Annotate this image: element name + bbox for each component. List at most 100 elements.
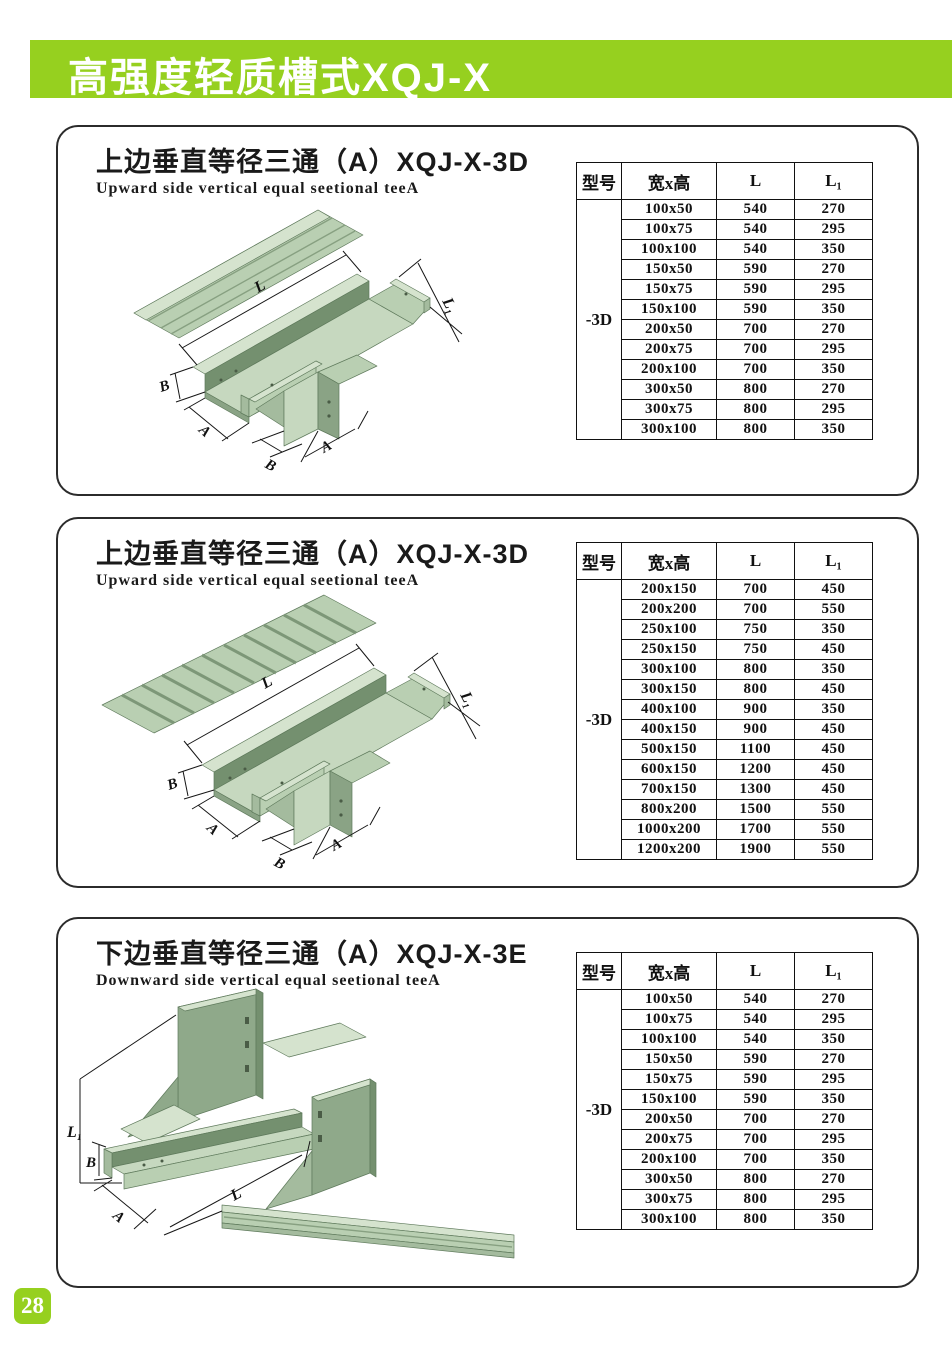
col-header-l: L	[716, 162, 795, 200]
dim-label-A2: A	[317, 438, 334, 457]
section-title-zh: 上边垂直等径三通（A）XQJ-X-3D	[96, 147, 530, 177]
l-cell: 900	[716, 699, 795, 720]
l1-cell: 270	[794, 989, 873, 1010]
size-cell: 700x150	[621, 779, 717, 800]
l1-cell: 270	[794, 1049, 873, 1070]
l1-cell: 450	[794, 759, 873, 780]
l-cell: 700	[716, 319, 795, 340]
l-cell: 540	[716, 1029, 795, 1050]
size-cell: 100x100	[621, 1029, 717, 1050]
size-cell: 200x75	[621, 339, 717, 360]
dim-label-B: B	[85, 1155, 96, 1171]
vertical-wall-right	[265, 1078, 377, 1210]
table-header-row: 型号 宽x高 L L₁	[576, 162, 873, 200]
upward-tee-drawing-2: L L₁ B A B A	[101, 594, 481, 873]
section-title-en: Upward side vertical equal seetional tee…	[96, 572, 420, 589]
col-header-model: 型号	[576, 952, 622, 990]
l-cell: 1300	[716, 779, 795, 800]
l1-cell: 295	[794, 1069, 873, 1090]
left-trough	[103, 1104, 315, 1190]
l-cell: 800	[716, 1209, 795, 1230]
upward-tee-drawing-1: L L₁ B A B A	[133, 209, 463, 475]
l1-cell: 450	[794, 639, 873, 660]
dim-label-B2: B	[270, 854, 287, 873]
l1-cell: 270	[794, 1109, 873, 1130]
l1-cell: 450	[794, 779, 873, 800]
size-cell: 1200x200	[621, 839, 717, 860]
col-header-l1: L₁	[794, 952, 873, 990]
l-cell: 540	[716, 1009, 795, 1030]
size-cell: 150x100	[621, 1089, 717, 1110]
tee-body	[192, 273, 431, 424]
l-cell: 800	[716, 1189, 795, 1210]
size-cell: 200x100	[621, 359, 717, 380]
size-cell: 250x150	[621, 639, 717, 660]
l1-cell: 270	[794, 319, 873, 340]
size-cell: 100x50	[621, 989, 717, 1010]
dim-label-L: L	[258, 673, 276, 693]
l-cell: 540	[716, 219, 795, 240]
section-titles: 上边垂直等径三通（A）XQJ-X-3D Upward side vertical…	[96, 140, 529, 198]
l1-cell: 350	[794, 1089, 873, 1110]
size-cell: 200x50	[621, 1109, 717, 1130]
size-cell: 150x50	[621, 259, 717, 280]
size-cell: 200x50	[621, 319, 717, 340]
table-header-row: 型号 宽x高 L L₁	[576, 542, 873, 580]
l1-cell: 295	[794, 399, 873, 420]
l1-cell: 550	[794, 599, 873, 620]
dim-label-A: A	[203, 819, 222, 838]
l1-cell: 350	[794, 1029, 873, 1050]
l-cell: 540	[716, 239, 795, 260]
size-cell: 300x100	[621, 1209, 717, 1230]
model-cell: -3D	[576, 199, 622, 440]
l1-cell: 295	[794, 339, 873, 360]
l-cell: 540	[716, 989, 795, 1010]
model-cell: -3D	[576, 579, 622, 860]
size-cell: 300x50	[621, 379, 717, 400]
size-cell: 300x150	[621, 679, 717, 700]
l1-cell: 270	[794, 259, 873, 280]
l-cell: 590	[716, 299, 795, 320]
l1-cell: 270	[794, 1169, 873, 1190]
dim-label-B: B	[156, 377, 171, 396]
l-cell: 800	[716, 679, 795, 700]
size-cell: 100x50	[621, 199, 717, 220]
table-header-row: 型号 宽x高 L L₁	[576, 952, 873, 990]
size-cell: 100x75	[621, 1009, 717, 1030]
l-cell: 700	[716, 1109, 795, 1130]
size-cell: 600x150	[621, 759, 717, 780]
size-cell: 100x75	[621, 219, 717, 240]
branch-duct	[255, 354, 378, 447]
panel-downward-tee: 下边垂直等径三通（A）XQJ-X-3E Downward side vertic…	[56, 917, 919, 1288]
l-cell: 700	[716, 579, 795, 600]
l-cell: 750	[716, 639, 795, 660]
section-title-zh: 上边垂直等径三通（A）XQJ-X-3D	[96, 539, 530, 569]
col-header-l1: L₁	[794, 162, 873, 200]
l-cell: 700	[716, 359, 795, 380]
bottom-rail	[221, 1204, 515, 1259]
l-cell: 800	[716, 419, 795, 440]
l-cell: 900	[716, 719, 795, 740]
size-cell: 300x100	[621, 419, 717, 440]
col-header-model: 型号	[576, 162, 622, 200]
l-cell: 800	[716, 659, 795, 680]
